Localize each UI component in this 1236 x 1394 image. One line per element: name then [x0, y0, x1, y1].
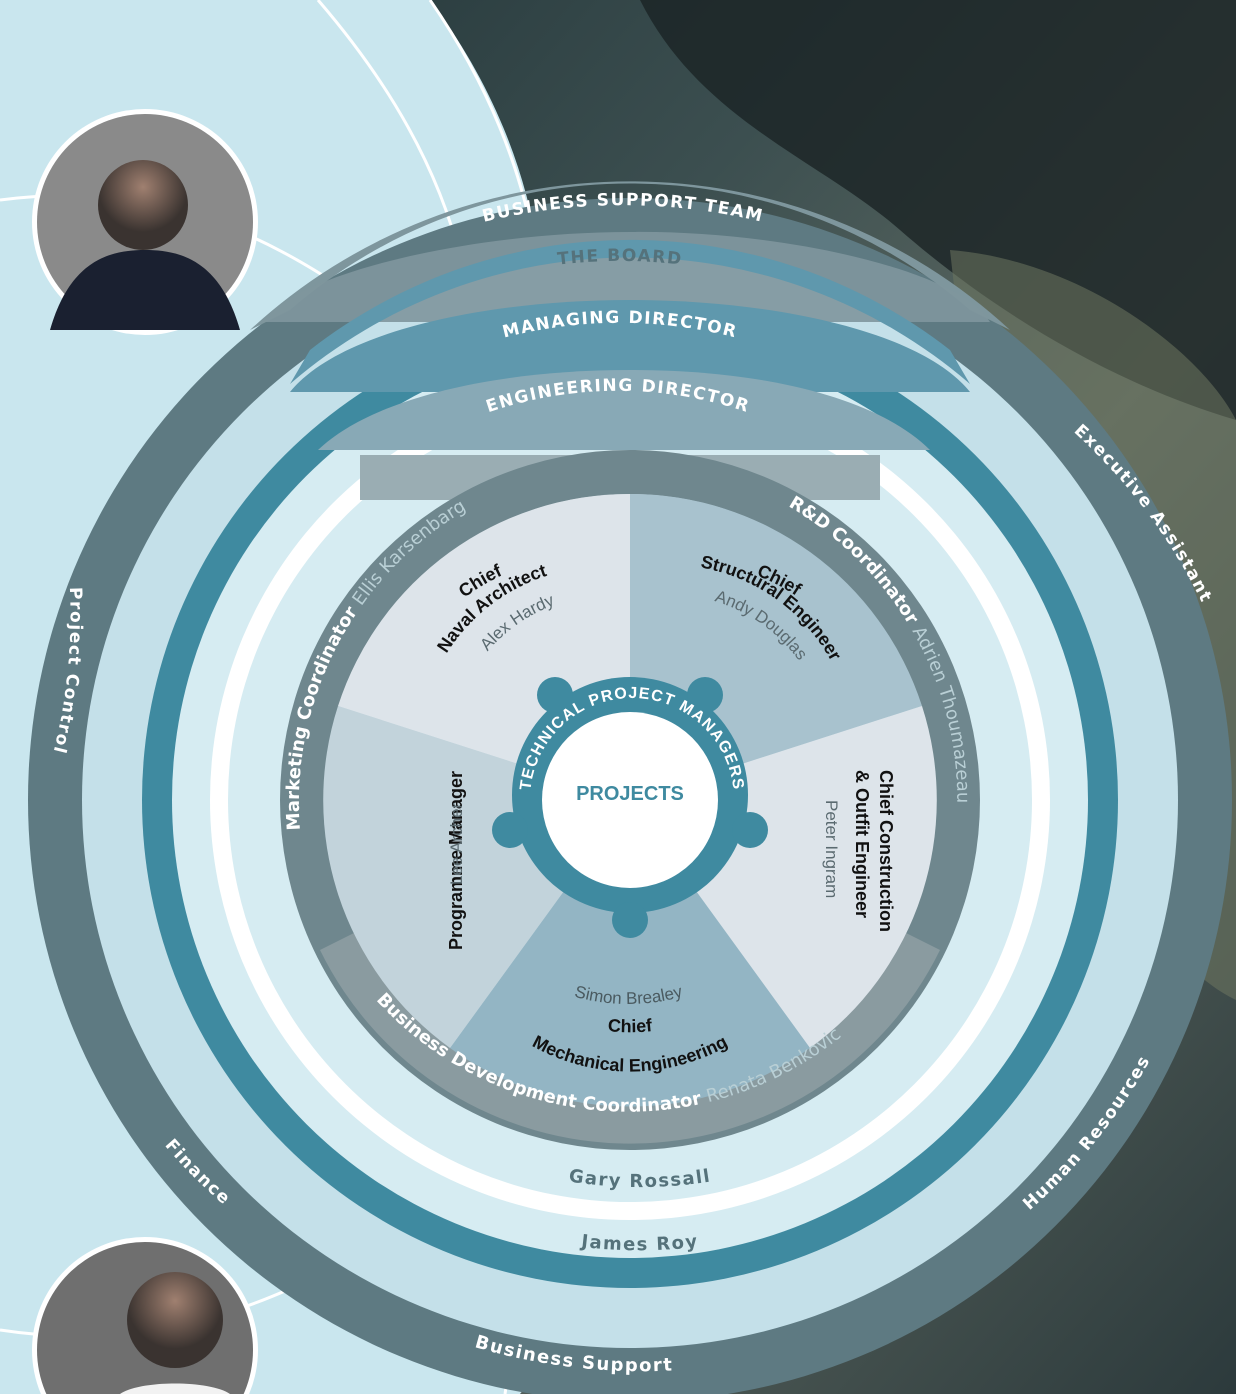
construction-chief-label: Chief Construction: [876, 770, 896, 932]
svg-text:THE BOARD: THE BOARD: [556, 246, 683, 270]
projects-circle: [542, 712, 718, 888]
board-top-band: [262, 231, 990, 322]
james-roy-label: James Roy: [578, 1231, 698, 1256]
programme-name-label: Lee Archer: [447, 802, 466, 885]
bd-ring-segment: [320, 930, 940, 1144]
md-header-band: [290, 300, 970, 392]
portrait-photo-bottom: [32, 1237, 258, 1394]
tpm-knob-1: [537, 677, 573, 713]
projects-label: PROJECTS: [576, 783, 684, 805]
tpm-knob-5: [492, 812, 528, 848]
the-board-label: THE BOARD: [556, 246, 682, 270]
mechanical-chief-label: Chief: [607, 1015, 654, 1036]
ed-header: [318, 370, 930, 450]
md-header: [290, 239, 970, 384]
construction-title-label: & Outfit Engineer: [852, 770, 872, 918]
tpm-knob-3: [732, 812, 768, 848]
svg-text:Chief: Chief: [607, 1015, 654, 1036]
programme-title-label: Programme Manager: [446, 771, 466, 950]
board-header: [250, 181, 1010, 330]
tpm-knob-4: [612, 902, 648, 938]
portrait-photo-top: [32, 109, 258, 335]
tpm-knob-2: [687, 677, 723, 713]
svg-text:James Roy: James Roy: [578, 1231, 699, 1256]
construction-name-label: Peter Ingram: [822, 800, 841, 898]
segment-mechanical: [450, 800, 810, 1107]
